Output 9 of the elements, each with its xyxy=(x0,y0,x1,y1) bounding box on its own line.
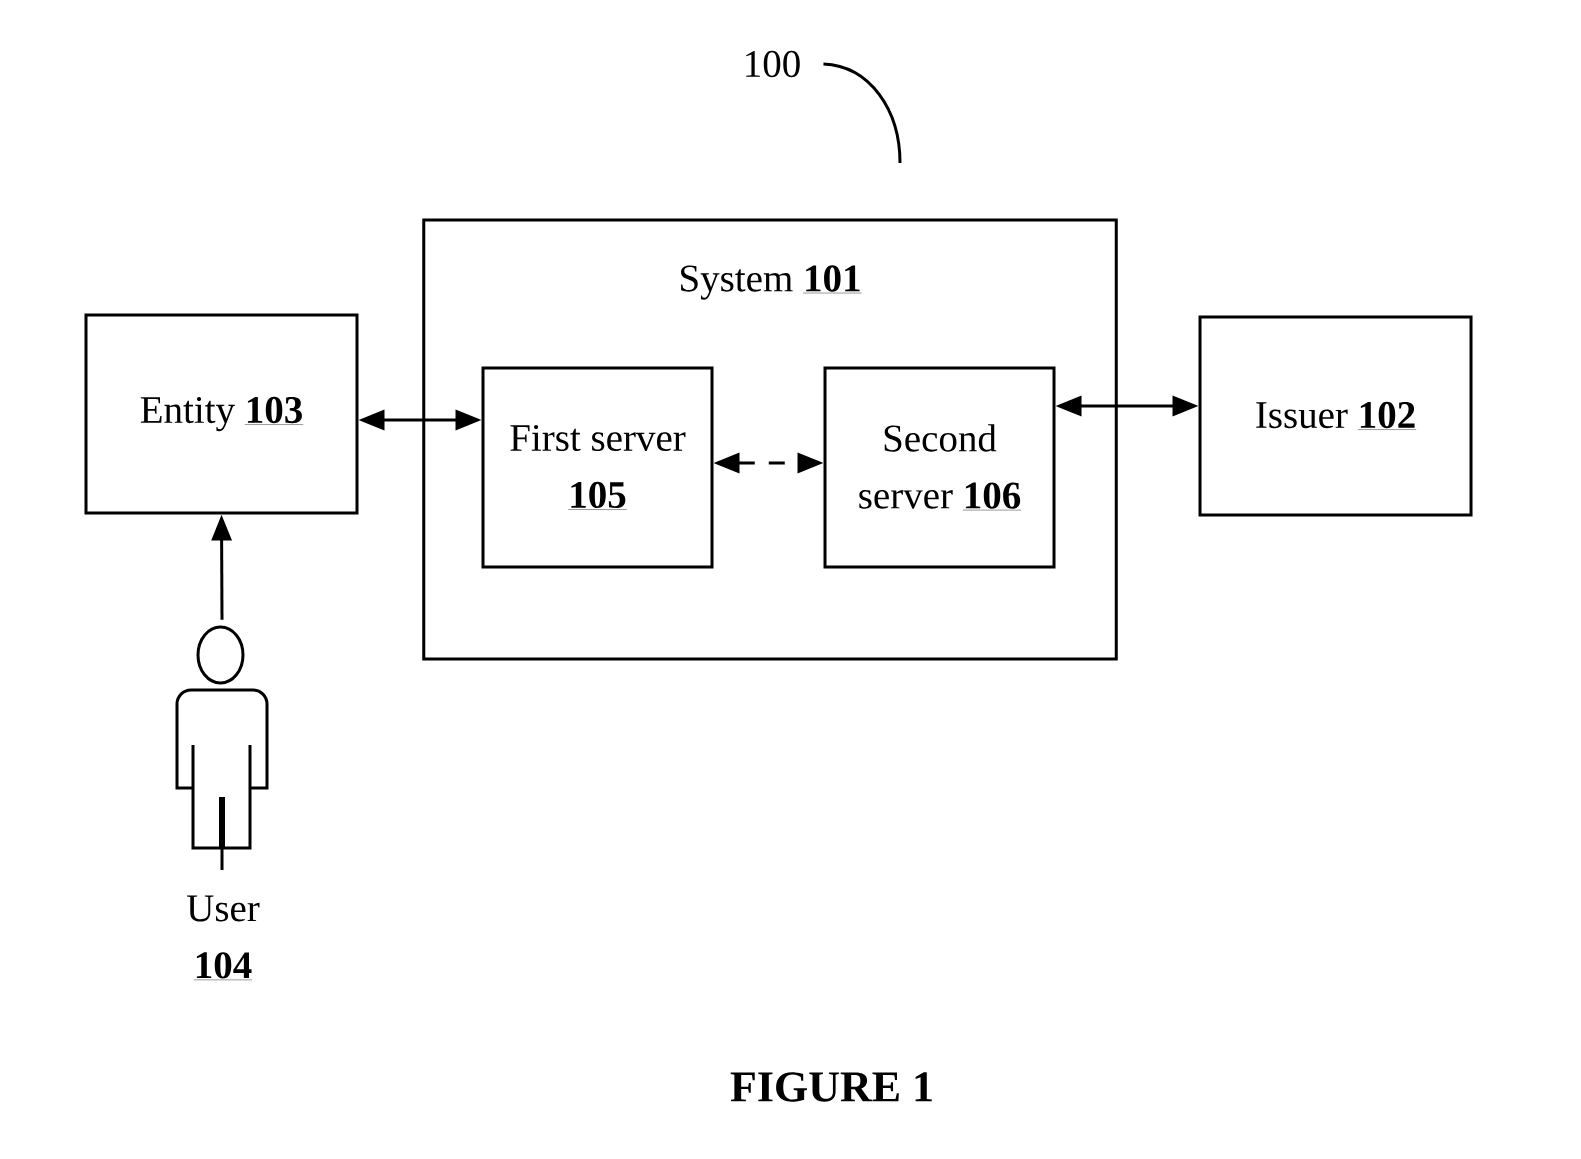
figure-caption: FIGURE 1 xyxy=(730,1072,932,1102)
process-box: Issuer 102 xyxy=(1198,315,1473,517)
person-icon xyxy=(175,625,269,870)
leader-line xyxy=(823,62,902,164)
reference-number: 100 xyxy=(746,50,800,78)
process-box: Second server 106 xyxy=(823,366,1056,569)
person-caption: User 104 xyxy=(187,895,260,981)
process-box: First server 105 xyxy=(481,366,714,569)
process-box: Entity 103 xyxy=(84,313,359,515)
